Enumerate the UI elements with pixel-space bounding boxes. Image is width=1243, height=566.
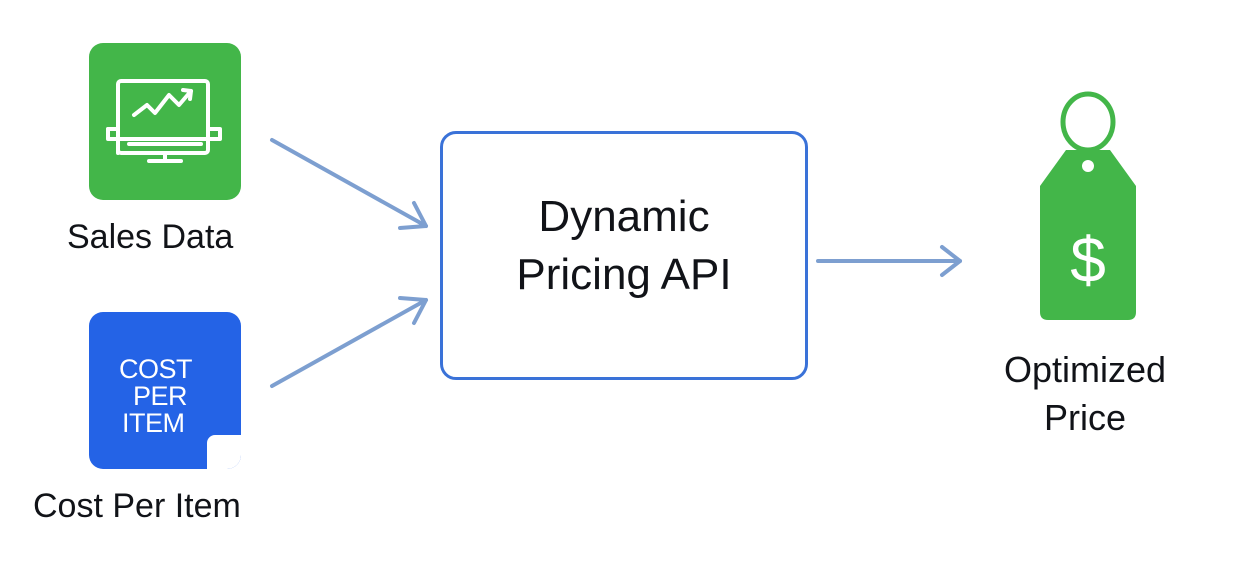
- dollar-sign: $: [1070, 224, 1106, 296]
- optimized-price-line-1: Optimized: [1003, 349, 1167, 390]
- price-tag-icon: $: [1040, 91, 1136, 320]
- cost-icon-line-1: COST: [119, 354, 193, 384]
- api-title-line-1: Dynamic: [538, 192, 710, 241]
- cost-per-item-label: Cost Per Item: [33, 487, 241, 525]
- api-title: Dynamic Pricing API: [443, 188, 805, 304]
- arrow-sales-to-api: [270, 138, 428, 230]
- cost-per-item-tile: COST PER ITEM: [89, 312, 241, 469]
- sales-data-label: Sales Data: [67, 218, 234, 256]
- sales-chart-icon: [106, 79, 222, 163]
- arrow-cost-to-api: [270, 296, 428, 388]
- optimized-price-label: Optimized Price: [970, 346, 1200, 442]
- optimized-price-line-2: Price: [1043, 397, 1127, 438]
- cost-icon-line-2: PER: [133, 381, 188, 411]
- dynamic-pricing-api-box: Dynamic Pricing API: [440, 131, 808, 380]
- page-corner-icon: [207, 435, 241, 469]
- cost-per-item-icon: COST PER ITEM: [119, 354, 193, 438]
- api-title-line-2: Pricing API: [516, 250, 732, 299]
- arrow-api-to-price: [816, 245, 962, 277]
- cost-icon-line-3: ITEM: [122, 408, 185, 438]
- sales-data-tile: [89, 43, 241, 200]
